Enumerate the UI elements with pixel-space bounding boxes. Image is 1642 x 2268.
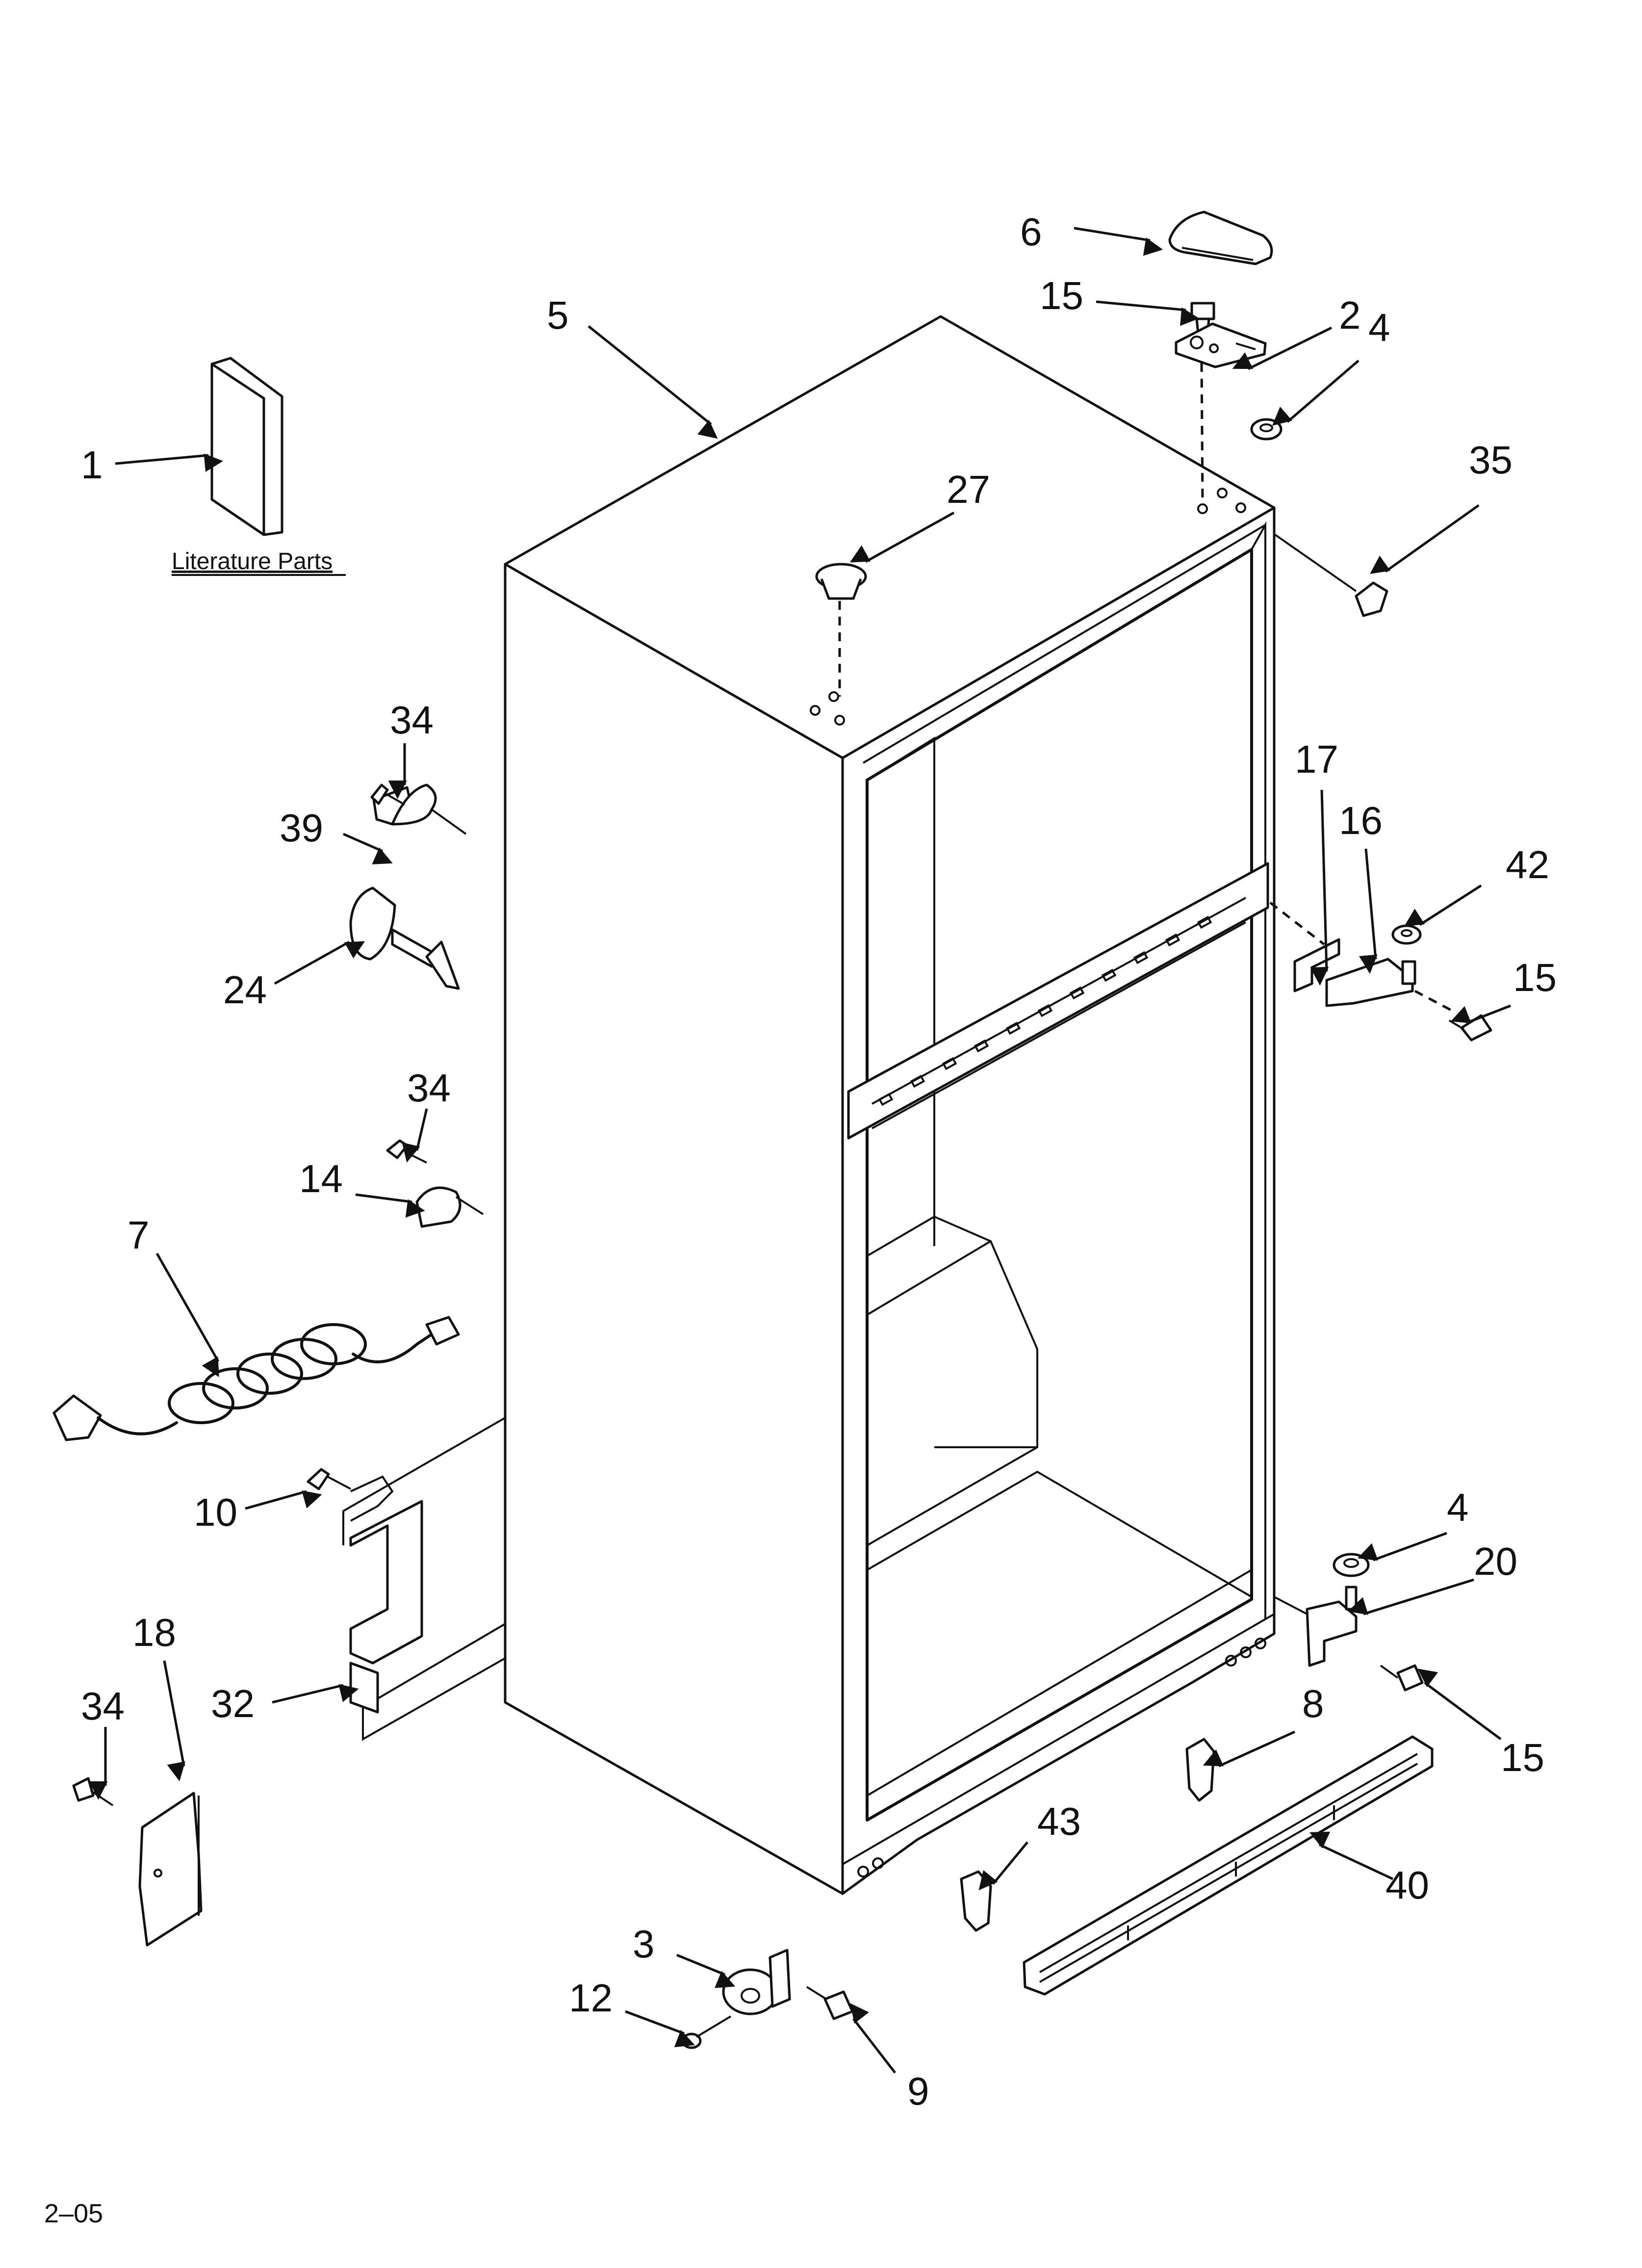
footer-code: 2–05 bbox=[44, 2199, 103, 2228]
callout-39: 39 bbox=[280, 806, 323, 850]
access-cover-18 bbox=[138, 1792, 203, 1947]
hinge-washer-bottom bbox=[1333, 1553, 1370, 1577]
power-cord bbox=[52, 1316, 460, 1441]
hinge-washer-42 bbox=[1391, 924, 1422, 945]
leveling-screw-9 bbox=[806, 1986, 854, 2020]
callout-34-upper: 34 bbox=[390, 698, 434, 742]
callout-arrows bbox=[89, 227, 1511, 2074]
toe-grille-40 bbox=[1023, 1735, 1434, 1996]
center-hinge-16 bbox=[1325, 958, 1416, 1007]
callout-42: 42 bbox=[1506, 843, 1549, 886]
clamp-39 bbox=[372, 783, 467, 835]
callout-8: 8 bbox=[1302, 1682, 1324, 1725]
callout-43: 43 bbox=[1037, 1799, 1081, 1843]
callout-6: 6 bbox=[1020, 210, 1042, 254]
door-stop-35 bbox=[1355, 581, 1388, 617]
callout-2: 2 bbox=[1339, 293, 1361, 337]
callout-24: 24 bbox=[223, 968, 267, 1012]
callout-14: 14 bbox=[299, 1157, 343, 1200]
door-stop-24 bbox=[349, 886, 460, 990]
screw-10 bbox=[307, 1468, 351, 1490]
callout-7: 7 bbox=[128, 1213, 150, 1257]
callout-20: 20 bbox=[1474, 1539, 1517, 1583]
callout-34-middle: 34 bbox=[407, 1066, 451, 1110]
callout-27: 27 bbox=[947, 468, 990, 511]
callout-3: 3 bbox=[633, 1922, 655, 1966]
screw-34-lower bbox=[72, 1777, 114, 1806]
callout-35: 35 bbox=[1469, 438, 1513, 482]
callout-15-top: 15 bbox=[1040, 274, 1083, 317]
callout-10: 10 bbox=[194, 1490, 237, 1534]
callout-4-top: 4 bbox=[1368, 306, 1390, 349]
leveling-roller-3 bbox=[722, 1949, 791, 2015]
callout-9: 9 bbox=[907, 2069, 929, 2113]
plug-button-27 bbox=[815, 563, 867, 600]
callout-17: 17 bbox=[1295, 737, 1338, 781]
clamp-14 bbox=[415, 1186, 484, 1228]
literature-parts-booklet bbox=[210, 357, 283, 536]
callout-40: 40 bbox=[1385, 1863, 1429, 1907]
bracket-32 bbox=[349, 1475, 423, 1714]
callout-1: 1 bbox=[81, 443, 103, 487]
callout-labels: 1 2 3 4 4 5 6 7 8 9 10 12 14 15 15 15 15… bbox=[81, 210, 1557, 2113]
hinge-screw-bottom bbox=[1380, 1664, 1424, 1692]
refrigerator-cabinet bbox=[342, 315, 1276, 1895]
top-hinge bbox=[1175, 322, 1267, 368]
hinge-screw-middle bbox=[1448, 1014, 1492, 1042]
grille-clip-43 bbox=[960, 1870, 992, 1932]
callout-12: 12 bbox=[569, 1976, 613, 2020]
callout-4-bottom: 4 bbox=[1447, 1486, 1469, 1529]
literature-caption: Literature Parts bbox=[172, 548, 333, 574]
callout-15-bottom: 15 bbox=[1501, 1736, 1544, 1779]
callout-32: 32 bbox=[211, 1682, 255, 1725]
callout-34-lower: 34 bbox=[81, 1684, 125, 1728]
bottom-hinge-20 bbox=[1306, 1586, 1358, 1667]
callout-16: 16 bbox=[1339, 799, 1383, 842]
screw-34-middle bbox=[386, 1139, 427, 1164]
callout-15-middle: 15 bbox=[1513, 956, 1557, 999]
roller-pin-12 bbox=[681, 2015, 732, 2049]
grille-clip-8 bbox=[1185, 1738, 1215, 1802]
callout-18: 18 bbox=[132, 1611, 176, 1654]
hinge-cover-top bbox=[1168, 210, 1273, 265]
hinge-washer-top bbox=[1250, 418, 1283, 441]
callout-5: 5 bbox=[547, 293, 569, 337]
